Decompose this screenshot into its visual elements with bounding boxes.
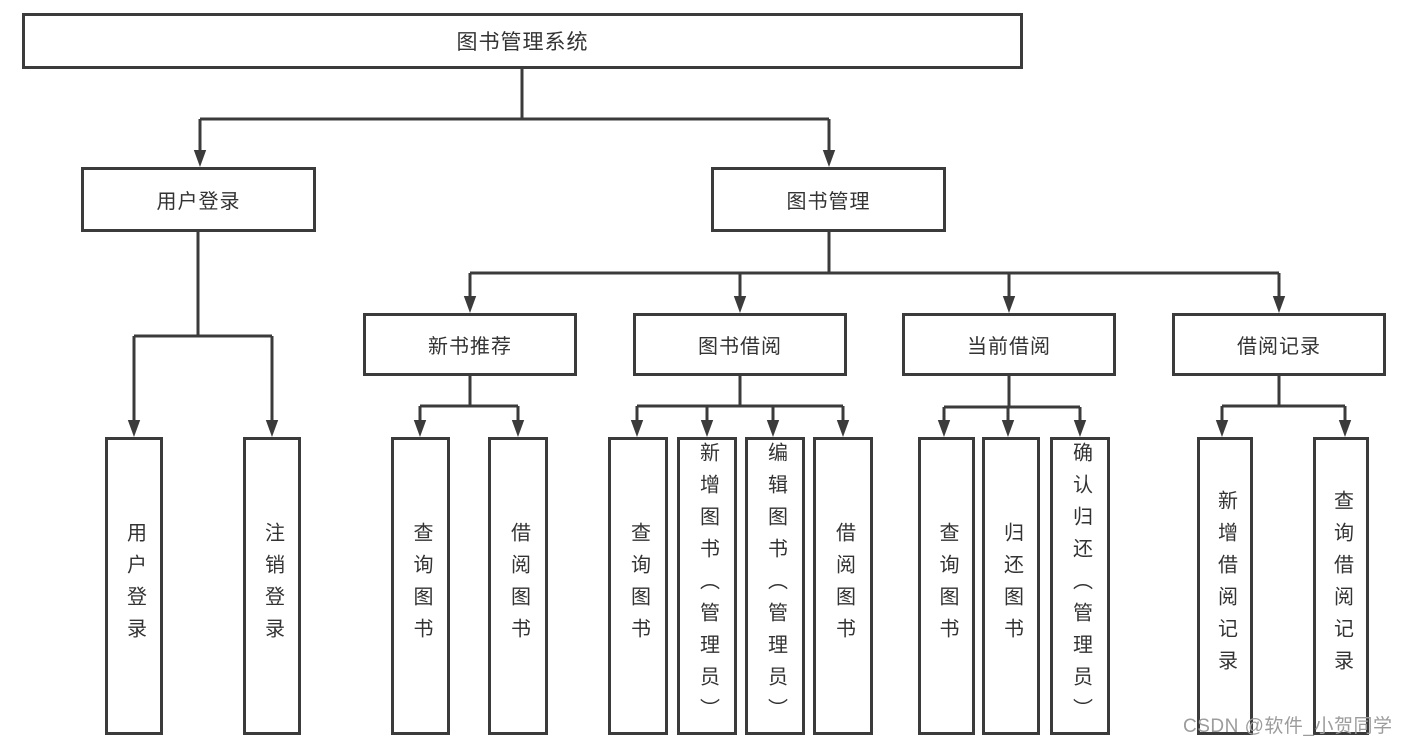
leaf-query-borrow-record: 查询借阅记录 xyxy=(1313,437,1369,735)
leaf-label: 查询图书 xyxy=(410,522,432,650)
csdn-watermark: CSDN @软件_小贺同学 xyxy=(1183,716,1393,737)
leaf-logout-login: 注销登录 xyxy=(243,437,301,735)
leaf-label: 用户登录 xyxy=(123,522,146,650)
node-current-borrowing: 当前借阅 xyxy=(902,313,1116,376)
leaf-query-books-current: 查询图书 xyxy=(918,437,975,735)
leaf-edit-book-admin: 编辑图书（管理员） xyxy=(745,437,805,735)
node-borrowing-records: 借阅记录 xyxy=(1172,313,1386,376)
leaf-query-books-borrowing: 查询图书 xyxy=(608,437,668,735)
node-label: 图书管理系统 xyxy=(456,31,589,54)
node-library-management-system: 图书管理系统 xyxy=(22,13,1023,69)
leaf-label: 编辑图书（管理员） xyxy=(764,442,787,730)
node-book-borrowing: 图书借阅 xyxy=(633,313,847,376)
node-label: 图书管理 xyxy=(786,191,871,213)
leaf-label: 查询图书 xyxy=(627,522,650,650)
leaf-add-borrow-record: 新增借阅记录 xyxy=(1197,437,1253,735)
leaf-label: 查询图书 xyxy=(936,522,958,650)
node-new-book-recommend: 新书推荐 xyxy=(363,313,577,376)
leaf-return-book: 归还图书 xyxy=(982,437,1040,735)
leaf-label: 确认归还（管理员） xyxy=(1069,442,1092,730)
node-label: 借阅记录 xyxy=(1237,336,1321,358)
leaf-query-books-recommend: 查询图书 xyxy=(391,437,450,735)
leaf-label: 查询借阅记录 xyxy=(1330,490,1353,682)
leaf-label: 借阅图书 xyxy=(507,522,530,650)
leaf-borrow-books-borrowing: 借阅图书 xyxy=(813,437,873,735)
leaf-label: 借阅图书 xyxy=(832,522,855,650)
node-book-management: 图书管理 xyxy=(711,167,946,232)
node-user-login: 用户登录 xyxy=(81,167,316,232)
node-label: 用户登录 xyxy=(156,191,241,213)
leaf-label: 新增借阅记录 xyxy=(1214,490,1237,682)
leaf-label: 归还图书 xyxy=(1000,522,1023,650)
leaf-label: 新增图书（管理员） xyxy=(696,442,719,730)
node-label: 当前借阅 xyxy=(967,336,1051,358)
node-label: 图书借阅 xyxy=(698,336,782,358)
node-label: 新书推荐 xyxy=(428,336,512,358)
leaf-borrow-books-recommend: 借阅图书 xyxy=(488,437,548,735)
leaf-label: 注销登录 xyxy=(261,522,284,650)
leaf-add-book-admin: 新增图书（管理员） xyxy=(677,437,737,735)
leaf-user-login: 用户登录 xyxy=(105,437,163,735)
leaf-confirm-return-admin: 确认归还（管理员） xyxy=(1050,437,1110,735)
